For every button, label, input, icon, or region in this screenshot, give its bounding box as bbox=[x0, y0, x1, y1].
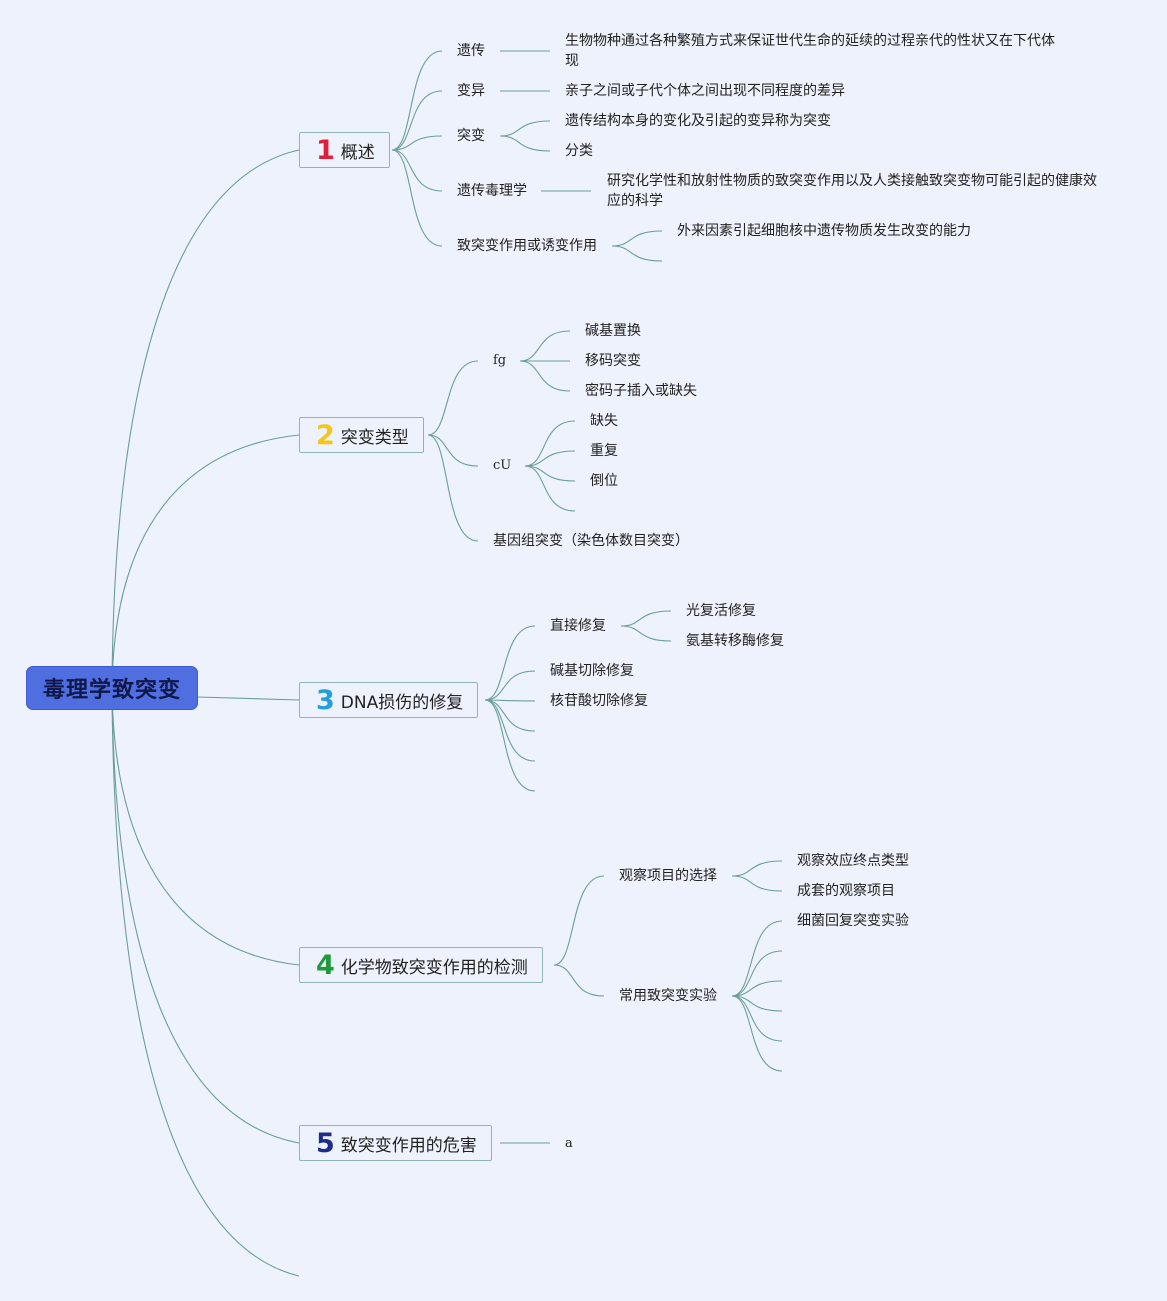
connector-line bbox=[524, 420, 576, 467]
connector-line bbox=[553, 964, 605, 997]
connector-line bbox=[731, 875, 783, 892]
node-nucleotide-excision[interactable]: 核苷酸切除修复 bbox=[550, 693, 648, 709]
connector-line bbox=[731, 920, 783, 997]
connector-line bbox=[731, 860, 783, 877]
topic-overview[interactable]: 1 概述 bbox=[299, 132, 390, 168]
node-base-excision[interactable]: 碱基切除修复 bbox=[550, 663, 634, 679]
node-inversion[interactable]: 倒位 bbox=[590, 473, 618, 489]
root-connector-line bbox=[197, 696, 300, 701]
node-photoreactivation[interactable]: 光复活修复 bbox=[686, 603, 756, 619]
node-variation[interactable]: 变异 bbox=[457, 83, 485, 99]
node-duplication[interactable]: 重复 bbox=[590, 443, 618, 459]
node-variation-detail[interactable]: 亲子之间或子代个体之间出现不同程度的差异 bbox=[565, 83, 845, 99]
connector-line bbox=[391, 90, 443, 151]
connector-line bbox=[391, 149, 443, 247]
topic-dna-repair[interactable]: 3 DNA损伤的修复 bbox=[299, 682, 479, 718]
topic-label: 概述 bbox=[340, 142, 375, 163]
node-mutagenesis-detail[interactable]: 外来因素引起细胞核中遗传物质发生改变的能力 bbox=[677, 223, 971, 239]
root-connector-line bbox=[111, 434, 300, 689]
connector-line bbox=[731, 950, 783, 997]
connector-line bbox=[484, 699, 536, 792]
node-mutation[interactable]: 突变 bbox=[457, 128, 485, 144]
connector-line bbox=[499, 120, 551, 137]
root-connector-line bbox=[111, 687, 300, 1144]
node-test-battery[interactable]: 成套的观察项目 bbox=[797, 883, 895, 899]
node-ames-test[interactable]: 细菌回复突变实验 bbox=[797, 913, 909, 929]
node-mutation-classification[interactable]: 分类 bbox=[565, 143, 593, 159]
node-mutation-definition[interactable]: 遗传结构本身的变化及引起的变异称为突变 bbox=[565, 113, 831, 129]
topic-number-2: 2 bbox=[316, 419, 335, 451]
connector-line bbox=[427, 360, 479, 436]
node-direct-repair[interactable]: 直接修复 bbox=[550, 618, 606, 634]
root-connector-line bbox=[111, 149, 300, 689]
connector-line bbox=[499, 135, 551, 152]
node-observation-selection[interactable]: 观察项目的选择 bbox=[619, 868, 717, 884]
connector-line bbox=[524, 465, 576, 482]
topic-number-1: 1 bbox=[316, 134, 335, 166]
connector-line bbox=[731, 995, 783, 1072]
root-connector-line bbox=[111, 687, 300, 966]
connector-line bbox=[731, 995, 783, 1012]
node-fg[interactable]: fg bbox=[493, 353, 507, 368]
connector-line bbox=[611, 245, 663, 262]
node-mutagenesis[interactable]: 致突变作用或诱变作用 bbox=[457, 238, 597, 254]
connector-line bbox=[519, 360, 571, 392]
connector-line bbox=[484, 699, 536, 732]
connector-line bbox=[519, 330, 571, 362]
topic-label: 突变类型 bbox=[340, 427, 409, 448]
connector-line bbox=[524, 450, 576, 467]
node-heredity[interactable]: 遗传 bbox=[457, 43, 485, 59]
topic-mutation-types[interactable]: 2 突变类型 bbox=[299, 417, 424, 453]
node-genetic-toxicology[interactable]: 遗传毒理学 bbox=[457, 183, 527, 199]
topic-label: DNA损伤的修复 bbox=[340, 692, 464, 713]
node-heredity-detail[interactable]: 生物物种通过各种繁殖方式来保证世代生命的延续的过程亲代的性状又在下代体现 bbox=[565, 33, 1055, 69]
connector-line bbox=[620, 610, 672, 627]
connector-line bbox=[524, 465, 576, 512]
node-a[interactable]: a bbox=[565, 1136, 573, 1151]
node-base-substitution[interactable]: 碱基置换 bbox=[585, 323, 641, 339]
topic-number-5: 5 bbox=[316, 1127, 335, 1159]
connector-line bbox=[620, 625, 672, 642]
connector-line bbox=[484, 670, 536, 701]
node-common-tests[interactable]: 常用致突变实验 bbox=[619, 988, 717, 1004]
topic-detection[interactable]: 4 化学物致突变作用的检测 bbox=[299, 947, 543, 983]
topic-label: 化学物致突变作用的检测 bbox=[340, 957, 528, 978]
connector-line bbox=[484, 699, 536, 762]
node-aminotransferase-repair[interactable]: 氨基转移酶修复 bbox=[686, 633, 784, 649]
root-connector-line bbox=[111, 687, 300, 1277]
connector-line bbox=[484, 699, 536, 702]
node-frameshift[interactable]: 移码突变 bbox=[585, 353, 641, 369]
connector-line bbox=[391, 135, 443, 151]
connector-line bbox=[553, 875, 605, 966]
connector-line bbox=[427, 434, 479, 542]
connector-line bbox=[611, 230, 663, 247]
node-codon-indel[interactable]: 密码子插入或缺失 bbox=[585, 383, 697, 399]
connector-line bbox=[484, 625, 536, 701]
topic-number-3: 3 bbox=[316, 684, 335, 716]
connector-line bbox=[391, 149, 443, 192]
connector-line bbox=[731, 980, 783, 997]
topic-hazards[interactable]: 5 致突变作用的危害 bbox=[299, 1125, 492, 1161]
topic-label: 致突变作用的危害 bbox=[340, 1135, 477, 1156]
topic-number-4: 4 bbox=[316, 949, 335, 981]
node-endpoint-types[interactable]: 观察效应终点类型 bbox=[797, 853, 909, 869]
node-genome-mutation[interactable]: 基因组突变（染色体数目突变） bbox=[493, 533, 689, 549]
connector-line bbox=[391, 50, 443, 151]
connector-line bbox=[731, 995, 783, 1042]
node-genetic-toxicology-detail[interactable]: 研究化学性和放射性物质的致突变作用以及人类接触致突变物可能引起的健康效应的科学 bbox=[607, 173, 1097, 209]
node-cu[interactable]: cU bbox=[493, 458, 512, 473]
root-node[interactable]: 毒理学致突变 bbox=[26, 666, 198, 710]
connector-line bbox=[427, 434, 479, 467]
node-deletion[interactable]: 缺失 bbox=[590, 413, 618, 429]
